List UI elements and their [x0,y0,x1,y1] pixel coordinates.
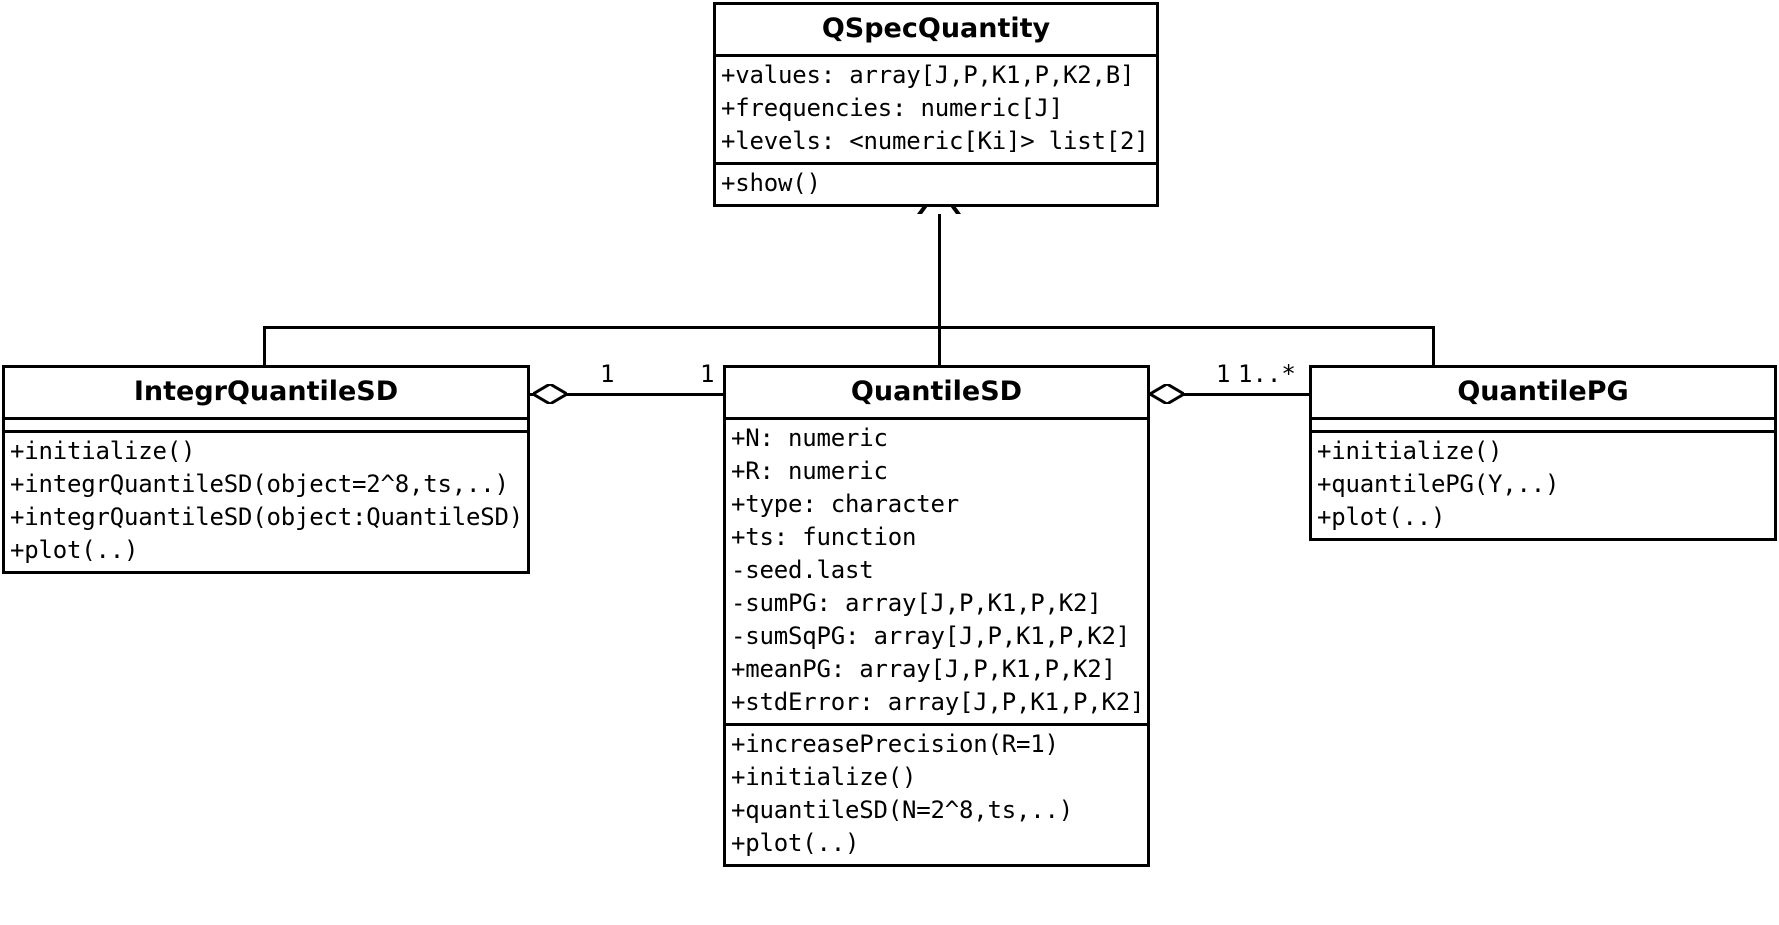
methods-compartment-quantilesd: +increasePrecision(R=1) +initialize() +q… [726,726,1147,864]
method-row: +increasePrecision(R=1) [731,730,1059,758]
attribute-row: +meanPG: array[J,P,K1,P,K2] [731,655,1116,683]
methods-compartment-quantilepg: +initialize() +quantilePG(Y,..) +plot(..… [1312,433,1774,538]
attributes-compartment-qspecquantity: +values: array[J,P,K1,P,K2,B] +frequenci… [716,57,1156,162]
class-title-quantilepg: QuantilePG [1457,376,1629,407]
method-row: +plot(..) [1317,503,1446,531]
method-row: +quantilePG(Y,..) [1317,470,1560,498]
class-title-integrquantilesd: IntegrQuantileSD [133,376,399,407]
class-box-integrquantilesd[interactable]: IntegrQuantileSD +initialize() +integrQu… [2,365,530,574]
class-separator [1312,417,1774,420]
methods-compartment-integrquantilesd: +initialize() +integrQuantileSD(object=2… [5,433,527,571]
class-separator [5,430,527,433]
attribute-row: +N: numeric [731,424,888,452]
attribute-row: +frequencies: numeric[J] [721,94,1063,122]
method-row: +show() [721,169,821,197]
attributes-compartment-integrquantilesd [5,420,527,430]
aggregation-line-quantilesd-quantilepg [1150,393,1312,396]
attribute-row: +R: numeric [731,457,888,485]
diamond-shape [533,384,567,404]
method-row: +integrQuantileSD(object=2^8,ts,..) [10,470,509,498]
class-separator [5,417,527,420]
attribute-row: +type: character [731,490,959,518]
class-box-quantilepg[interactable]: QuantilePG +initialize() +quantilePG(Y,.… [1309,365,1777,541]
attribute-row: +levels: <numeric[Ki]> list[2] [721,127,1149,155]
generalization-bus-horizontal [263,326,1435,329]
method-row: +plot(..) [10,536,139,564]
attribute-row: -sumPG: array[J,P,K1,P,K2] [731,589,1102,617]
attribute-row: -sumSqPG: array[J,P,K1,P,K2] [731,622,1130,650]
methods-compartment-qspecquantity: +show() [716,165,1156,204]
attribute-row: +stdError: array[J,P,K1,P,K2] [731,688,1145,716]
method-row: +initialize() [1317,437,1503,465]
aggregation-diamond-integrquantilesd-icon [533,384,567,404]
multiplicity-quantilesd-left-side: 1 [700,360,715,388]
diamond-shape [1150,384,1184,404]
class-box-qspecquantity[interactable]: QSpecQuantity +values: array[J,P,K1,P,K2… [713,2,1159,207]
generalization-drop-quantilesd [938,326,941,366]
multiplicity-quantilesd-right-side: 1 [1216,360,1231,388]
method-row: +initialize() [10,437,196,465]
attribute-row: +ts: function [731,523,917,551]
method-row: +integrQuantileSD(object:QuantileSD) [10,503,523,531]
class-separator [716,162,1156,165]
multiplicity-integrquantilesd-side: 1 [600,360,615,388]
multiplicity-quantilepg-side: 1..* [1238,360,1296,388]
attribute-row: +values: array[J,P,K1,P,K2,B] [721,61,1135,89]
class-separator [726,723,1147,726]
generalization-drop-quantilepg [1432,326,1435,366]
class-title-quantilesd: QuantileSD [850,376,1023,407]
method-row: +plot(..) [731,829,860,857]
attributes-compartment-quantilepg [1312,420,1774,430]
class-box-quantilesd[interactable]: QuantileSD +N: numeric +R: numeric +type… [723,365,1150,867]
aggregation-line-integr-quantilesd [530,393,723,396]
class-separator [726,417,1147,420]
attributes-compartment-quantilesd: +N: numeric +R: numeric +type: character… [726,420,1147,723]
class-separator [1312,430,1774,433]
method-row: +quantileSD(N=2^8,ts,..) [731,796,1073,824]
generalization-drop-integrquantilesd [263,326,266,366]
generalization-stem-vertical [938,213,941,328]
method-row: +initialize() [731,763,917,791]
class-title-qspecquantity: QSpecQuantity [821,13,1051,44]
class-separator [716,54,1156,57]
aggregation-diamond-quantilesd-icon [1150,384,1184,404]
attribute-row: -seed.last [731,556,874,584]
